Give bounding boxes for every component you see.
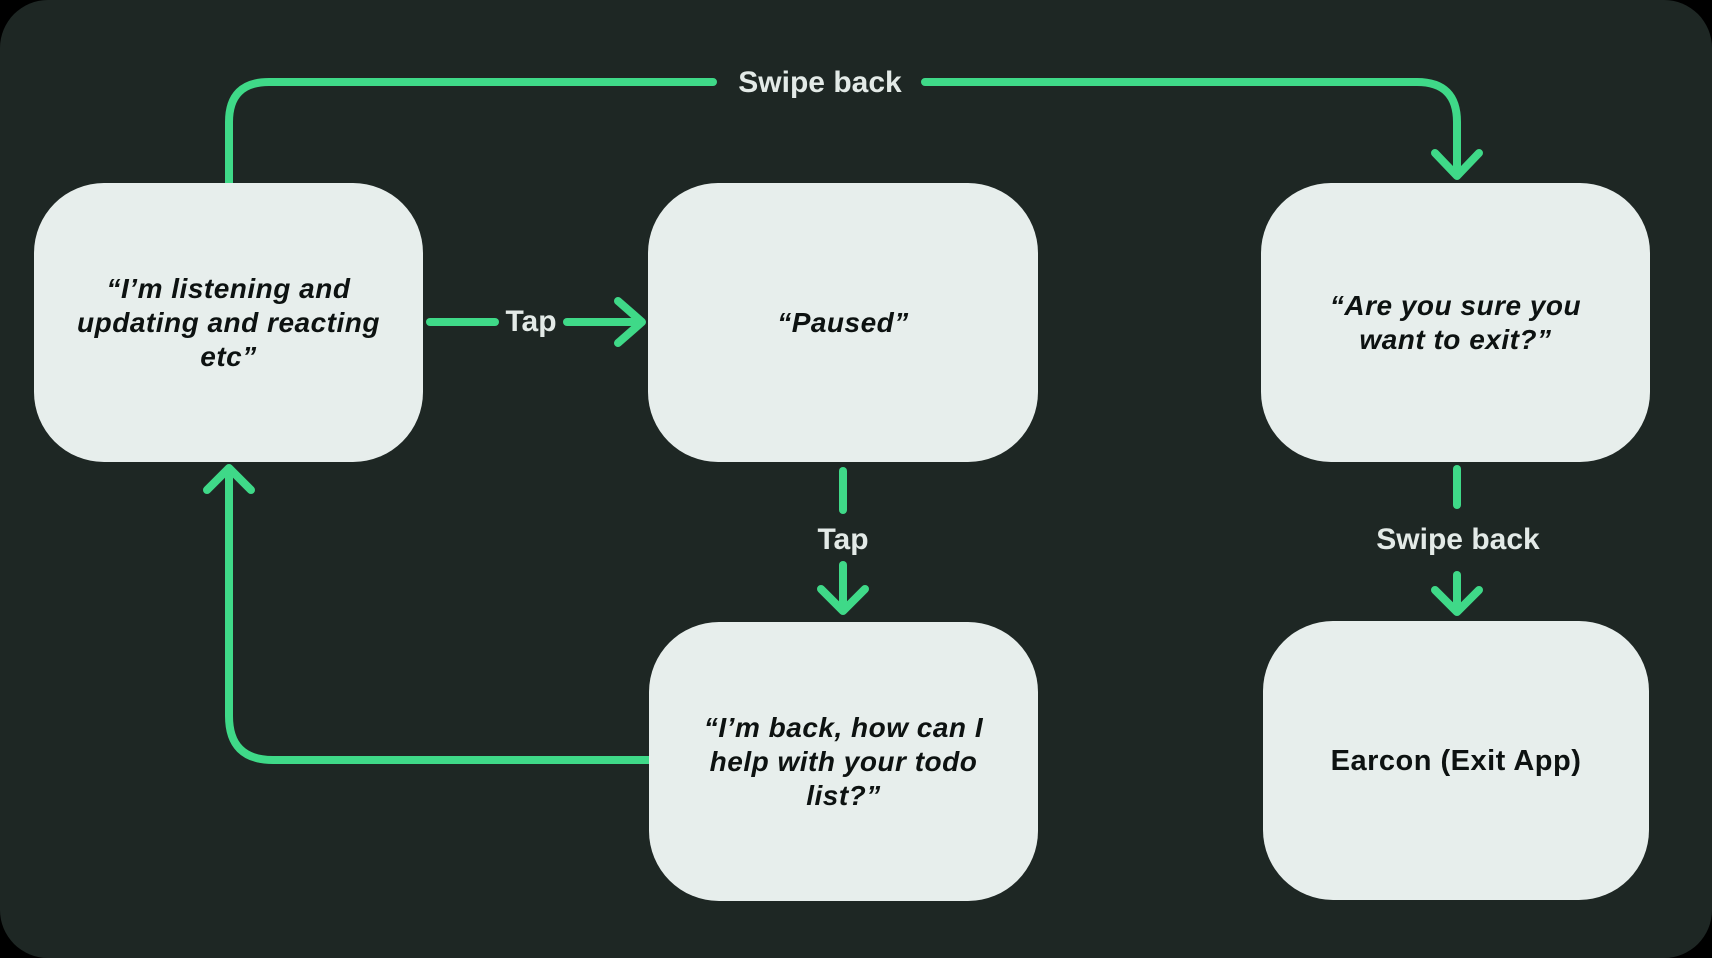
node-listening: “I’m listening and updating and reacting… (34, 183, 423, 462)
edge-label-tap-horizontal: Tap (505, 305, 557, 338)
node-exit-confirm-text: “Are you sure you want to exit?” (1329, 289, 1582, 355)
edge-label-swipe-back-right: Swipe back (1376, 523, 1540, 556)
node-listening-text: “I’m listening and updating and reacting… (77, 272, 380, 372)
node-paused-text: “Paused” (777, 306, 909, 338)
node-paused: “Paused” (648, 183, 1038, 462)
node-back: “I’m back, how can I help with your todo… (649, 622, 1038, 901)
node-earcon: Earcon (Exit App) (1263, 621, 1649, 900)
node-earcon-text: Earcon (Exit App) (1330, 744, 1582, 777)
edge-label-swipe-back-top: Swipe back (738, 66, 902, 99)
node-back-text: “I’m back, how can I help with your todo… (703, 711, 984, 811)
edge-label-tap-vertical: Tap (817, 523, 869, 556)
node-exit-confirm: “Are you sure you want to exit?” (1261, 183, 1650, 462)
